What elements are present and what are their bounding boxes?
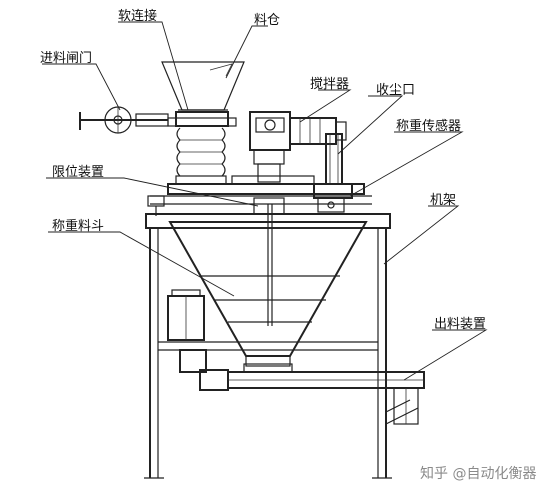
label-discharge-device: 出料装置 xyxy=(434,317,486,332)
side-gearbox xyxy=(167,289,207,373)
discharge-device xyxy=(199,363,425,425)
watermark: 知乎 @自动化衡器 xyxy=(420,465,536,482)
hopper-top-plate xyxy=(147,175,372,216)
label-load-cell: 称重传感器 xyxy=(396,118,461,134)
label-limit-device: 限位装置 xyxy=(52,165,104,180)
label-weigh-hopper: 称重料斗 xyxy=(52,218,104,234)
dust-outlet xyxy=(325,133,343,185)
agitator xyxy=(249,111,347,183)
silo xyxy=(161,61,245,111)
label-dust-outlet: 收尘口 xyxy=(376,83,415,98)
label-soft-connection: 软连接 xyxy=(118,8,157,24)
weigh-hopper xyxy=(168,204,368,367)
label-silo: 料仓 xyxy=(254,13,280,28)
label-agitator: 搅拌器 xyxy=(310,76,349,92)
label-frame: 机架 xyxy=(430,193,456,208)
leader-lines xyxy=(42,21,488,381)
label-feed-gate: 进料闸门 xyxy=(40,51,92,66)
feed-gate xyxy=(79,106,169,134)
soft-connection xyxy=(167,111,237,185)
